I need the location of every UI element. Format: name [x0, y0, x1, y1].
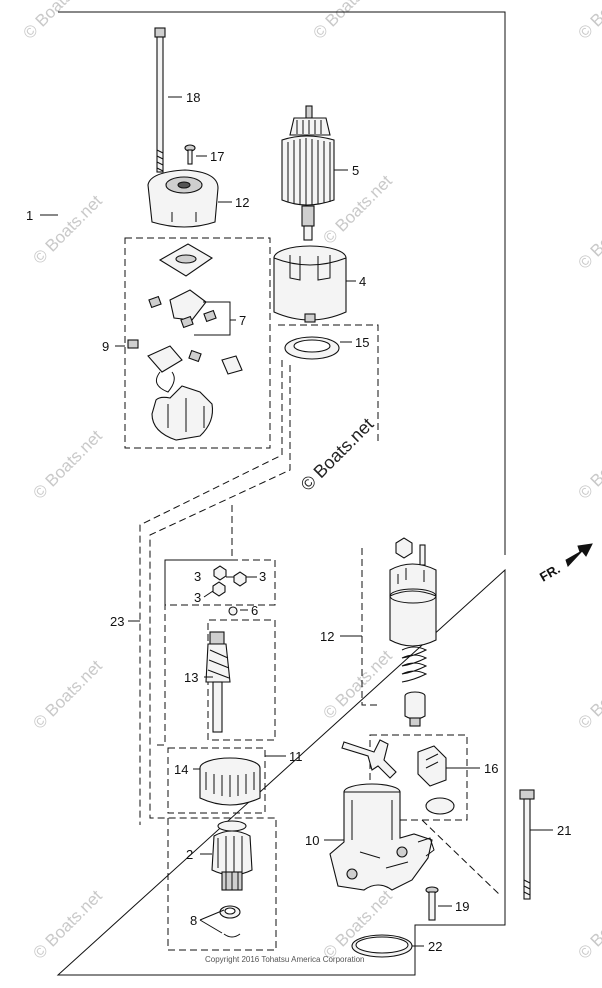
- front-direction-label: FR.: [537, 561, 563, 584]
- part-22-o-ring: [351, 934, 413, 958]
- callout-9: 9: [102, 339, 109, 354]
- watermark: © Boats.net: [319, 646, 396, 723]
- assembly-boundary: [56, 11, 506, 976]
- part-21-bolt: [519, 789, 535, 900]
- callout-6: 6: [251, 603, 258, 618]
- front-arrow-icon: [565, 543, 593, 567]
- callout-8: 8: [190, 913, 197, 928]
- callout-3c: 3: [194, 590, 201, 605]
- callout-3a: 3: [194, 569, 201, 584]
- callout-7: 7: [239, 313, 246, 328]
- callout-2: 2: [186, 847, 193, 862]
- callout-4: 4: [359, 274, 366, 289]
- watermark: © Boats.net: [574, 0, 602, 43]
- leader-lines: [40, 96, 553, 947]
- callout-1: 1: [26, 208, 33, 223]
- callouts: 18 17 12 5 4 15 7 1 9 23 3 3 3 6 13 14 1…: [26, 90, 571, 954]
- part-18-through-bolt: [154, 27, 166, 173]
- callout-22: 22: [428, 939, 442, 954]
- plunger: [404, 691, 426, 727]
- part-8-stop-ring: [219, 905, 241, 938]
- callout-12: 12: [320, 629, 334, 644]
- part-11-end-cover: [147, 169, 219, 228]
- callout-13: 11: [289, 749, 303, 764]
- callout-14: 13: [184, 670, 198, 685]
- part-10-front-bracket: [329, 783, 435, 891]
- main-watermark: © Boats.net: [297, 414, 378, 495]
- part-3-nuts: [212, 565, 247, 597]
- watermark: © Boats.net: [574, 886, 602, 963]
- part-5-armature: [281, 105, 335, 241]
- watermark: © Boats.net: [309, 0, 386, 43]
- watermark: © Boats.net: [29, 656, 106, 733]
- part-17-packing: [417, 745, 455, 815]
- part-6-ring: [228, 606, 238, 616]
- copyright-notice: Copyright 2016 Tohatsu America Corporati…: [205, 955, 365, 964]
- callout-5: 5: [352, 163, 359, 178]
- callout-10-label: 10: [305, 833, 319, 848]
- part-9-brush-holder-assembly: [127, 243, 243, 441]
- watermark: © Boats.net: [29, 886, 106, 963]
- part-20-screw: [184, 144, 196, 165]
- watermark: © Boats.net: [29, 191, 106, 268]
- watermark: © Boats.net: [574, 426, 602, 503]
- callout-3b: 3: [259, 569, 266, 584]
- callout-16: 15: [355, 335, 369, 350]
- part-19-bolt: [425, 886, 439, 921]
- part-12-magnetic-switch: [389, 537, 437, 647]
- part-2-drive-pinion: [211, 820, 253, 891]
- callout-20: 17: [210, 149, 224, 164]
- callout-11: 12: [235, 195, 249, 210]
- callout-21: 21: [557, 823, 571, 838]
- part-15-internal-gear: [199, 757, 261, 806]
- callout-23: 23: [110, 614, 124, 629]
- part-16-shim-washer: [284, 336, 340, 360]
- part-4-yoke: [273, 245, 347, 323]
- watermark: © Boats.net: [19, 0, 96, 43]
- shift-lever: [341, 739, 397, 779]
- callout-19: 19: [455, 899, 469, 914]
- watermark: © Boats.net: [574, 656, 602, 733]
- group-outlines: [124, 237, 501, 951]
- callout-18: 18: [186, 90, 200, 105]
- callout-15: 14: [174, 762, 188, 777]
- spring: [401, 646, 428, 683]
- watermark: © Boats.net: [29, 426, 106, 503]
- front-direction-indicator: FR.: [537, 543, 593, 585]
- callout-17: 16: [484, 761, 498, 776]
- watermark: © Boats.net: [574, 196, 602, 273]
- part-14-pinion-shaft: [205, 631, 231, 733]
